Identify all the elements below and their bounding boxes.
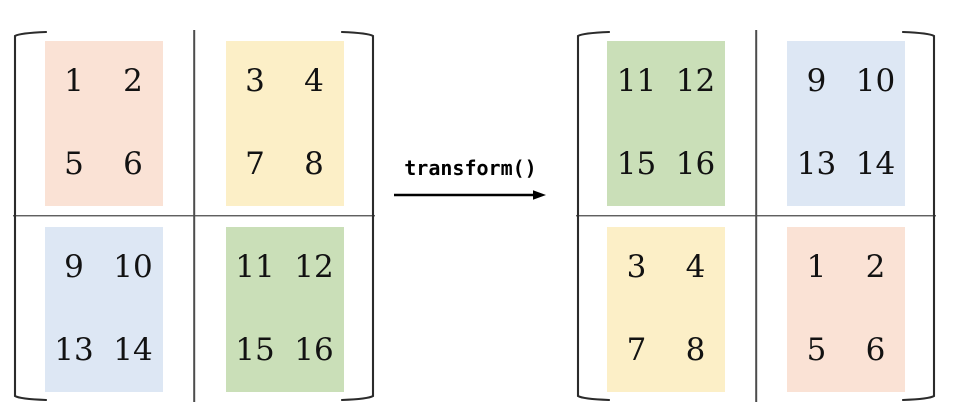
matrix-cell: 8: [304, 145, 324, 182]
matrix-cell: 7: [245, 145, 265, 182]
matrix-cell: 1: [806, 249, 827, 286]
matrix-cell: 13: [796, 145, 837, 182]
matrix-cell: 12: [675, 63, 716, 100]
matrix-cell: 15: [616, 145, 657, 182]
matrix-cell: 1: [64, 63, 84, 100]
matrix-divider-vertical: [755, 30, 757, 402]
matrix-divider-vertical: [193, 30, 195, 402]
matrix-block-green: 11 12 15 16: [225, 226, 344, 392]
matrix-cell: 16: [675, 145, 716, 182]
matrix-quadrant: 1 2 5 6: [756, 216, 936, 402]
matrix-block-blue: 9 10 13 14: [44, 226, 163, 392]
matrix-cell: 7: [626, 331, 647, 368]
matrix-block-blue: 9 10 13 14: [787, 40, 905, 206]
matrix-cell: 4: [304, 63, 324, 100]
matrix-quadrant: 11 12 15 16: [194, 216, 375, 402]
matrix-quadrant: 3 4 7 8: [194, 30, 375, 216]
matrix-cell: 2: [865, 249, 886, 286]
matrix-cell: 5: [64, 145, 84, 182]
arrow-shaft-icon: [393, 188, 548, 202]
matrix-cell: 6: [865, 331, 886, 368]
matrix-cell: 5: [806, 331, 827, 368]
matrix-cell: 14: [113, 331, 153, 368]
matrix-quadrant: 11 12 15 16: [576, 30, 756, 216]
matrix-block-peach: 1 2 5 6: [44, 40, 163, 206]
matrix-cell: 14: [855, 145, 896, 182]
matrix-cell: 10: [855, 63, 896, 100]
transform-arrow-label: transform(): [404, 156, 537, 180]
matrix-cell: 3: [626, 249, 647, 286]
matrix-cell: 2: [123, 63, 143, 100]
matrix-cell: 4: [685, 249, 706, 286]
matrix-cell: 13: [54, 331, 94, 368]
matrix-cell: 9: [806, 63, 827, 100]
matrix-cell: 12: [294, 249, 334, 286]
matrix-block-yellow: 3 4 7 8: [225, 40, 344, 206]
matrix-cell: 15: [235, 331, 275, 368]
matrix-cell: 11: [235, 249, 275, 286]
matrix-block-green: 11 12 15 16: [607, 40, 725, 206]
matrix-cell: 16: [294, 331, 334, 368]
matrix-cell: 11: [616, 63, 657, 100]
matrix-cell: 6: [123, 145, 143, 182]
matrix-block-peach: 1 2 5 6: [787, 226, 905, 392]
matrix-cell: 10: [113, 249, 153, 286]
transform-arrow-group: transform(): [393, 140, 548, 202]
matrix-quadrant: 1 2 5 6: [13, 30, 194, 216]
matrix-quadrant: 9 10 13 14: [756, 30, 936, 216]
matrix-cell: 3: [245, 63, 265, 100]
matrix-cell: 8: [685, 331, 706, 368]
matrix-quadrant: 9 10 13 14: [13, 216, 194, 402]
matrix-quadrant: 3 4 7 8: [576, 216, 756, 402]
matrix-block-yellow: 3 4 7 8: [607, 226, 725, 392]
matrix-cell: 9: [64, 249, 84, 286]
